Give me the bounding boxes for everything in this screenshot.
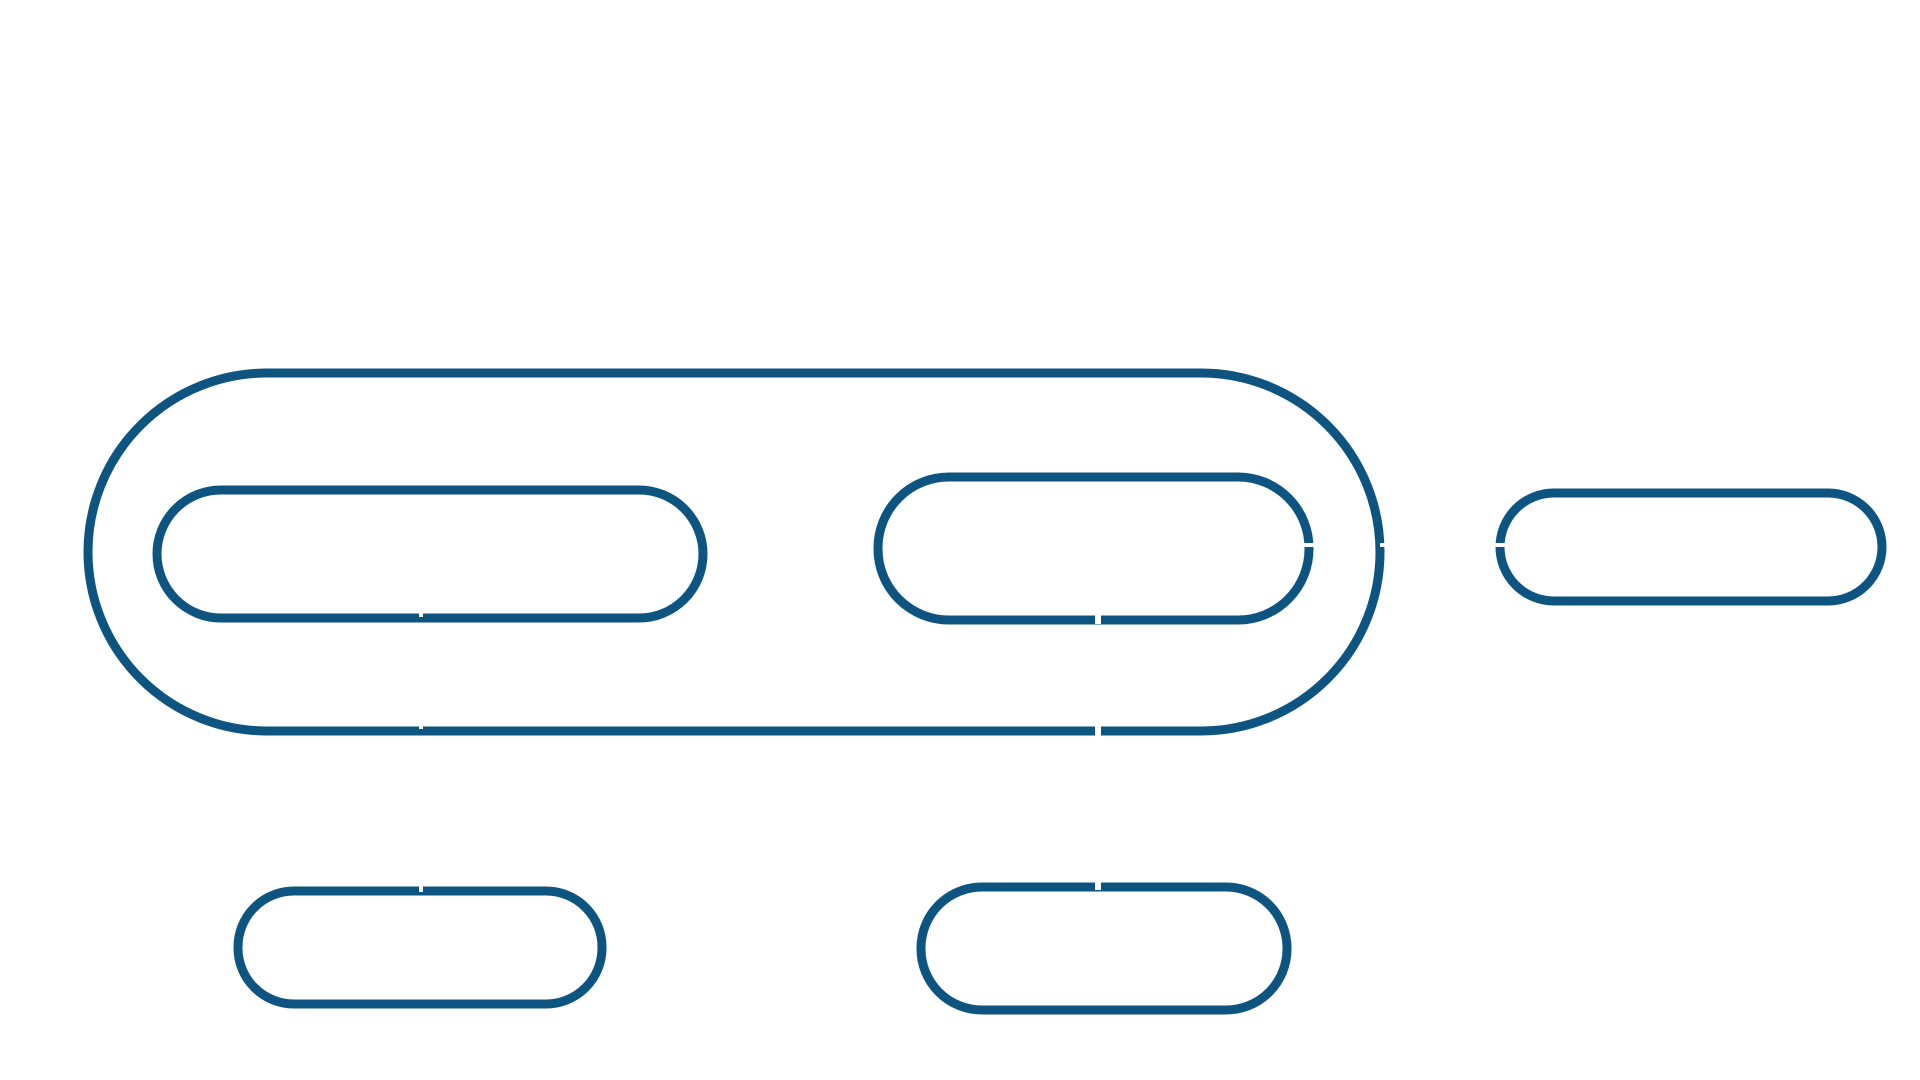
- outer-group-shape[interactable]: [83, 368, 1385, 736]
- inner-right-shape[interactable]: [873, 472, 1314, 625]
- port-right-node-side: [1494, 543, 1506, 547]
- bottom-left-shape[interactable]: [233, 886, 607, 1009]
- right-node-shape[interactable]: [1495, 488, 1887, 606]
- port-outer-bottom-right: [1095, 724, 1101, 736]
- port-outer-bottom-left: [419, 723, 423, 729]
- bottom-left-node[interactable]: [233, 886, 607, 1009]
- right-node[interactable]: [1495, 488, 1887, 606]
- bottom-right-node[interactable]: [916, 882, 1292, 1015]
- port-inner-right-side: [1303, 543, 1315, 547]
- port-inner-right-bottom: [1095, 612, 1101, 624]
- connector-ports: [419, 543, 1506, 892]
- inner-right-node[interactable]: [873, 472, 1314, 625]
- port-inner-left-bottom: [419, 611, 423, 617]
- outer-group-node[interactable]: [83, 368, 1385, 736]
- port-bottom-left-top: [419, 886, 423, 892]
- bottom-right-shape[interactable]: [916, 882, 1292, 1015]
- port-outer-right-side: [1380, 543, 1386, 547]
- inner-left-shape[interactable]: [152, 485, 708, 623]
- inner-left-node[interactable]: [152, 485, 708, 623]
- port-bottom-right-top: [1095, 882, 1101, 890]
